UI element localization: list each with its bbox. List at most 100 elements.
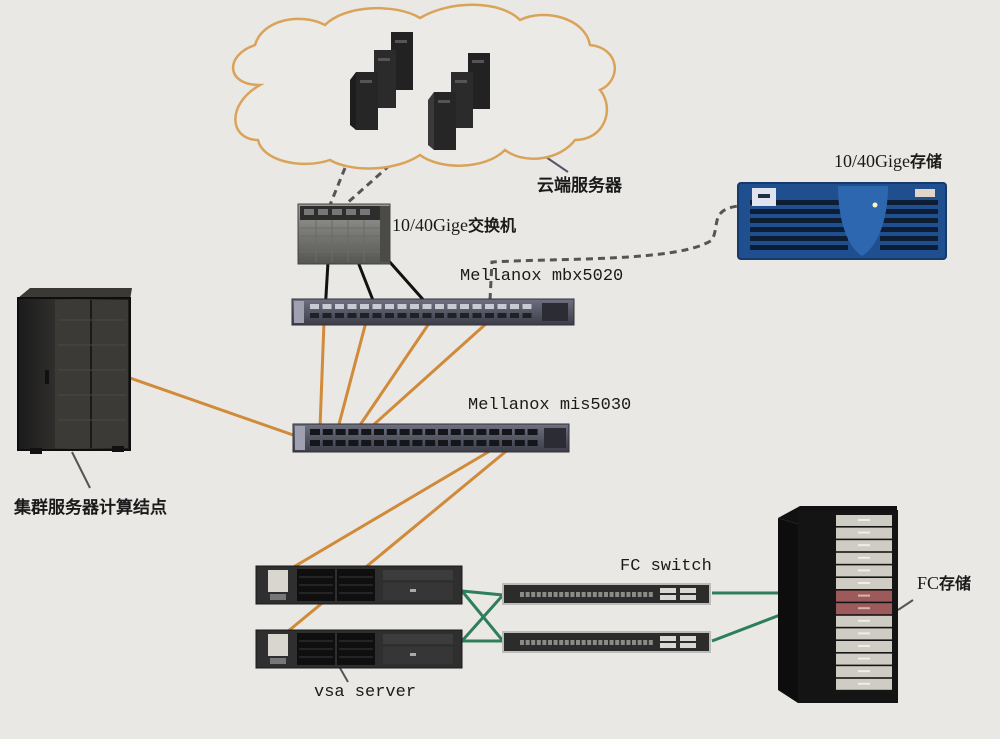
fc-port — [525, 592, 530, 597]
switch-port — [360, 313, 369, 318]
switch-port — [322, 304, 332, 309]
fc-port — [531, 640, 536, 645]
switch-port — [447, 304, 457, 309]
switch-port — [489, 440, 500, 446]
switch-port — [497, 304, 507, 309]
switch-port — [347, 304, 357, 309]
fc-port — [643, 640, 648, 645]
link-cluster-mis5030 — [129, 376, 297, 438]
disk-shelf-label — [858, 682, 870, 685]
fc-port — [598, 592, 603, 597]
fc-port — [581, 640, 586, 645]
switch-port — [374, 429, 384, 435]
core-switch-label-suffix: 交换机 — [468, 216, 517, 235]
disk-shelf-label — [858, 556, 870, 559]
cloud-server-stack-right — [428, 53, 490, 150]
vsa-server-label: vsa server — [314, 683, 417, 702]
vsa-server-1[interactable] — [255, 565, 463, 605]
fc-port — [520, 640, 524, 645]
disk-shelf-label — [858, 670, 870, 673]
switch-port — [322, 440, 333, 446]
switch-port — [335, 440, 346, 446]
fc-port — [525, 640, 530, 645]
ethernet-storage-array[interactable] — [737, 182, 947, 260]
switch-port — [450, 440, 461, 446]
switch-port — [527, 440, 538, 446]
fc-port — [576, 640, 580, 645]
disk-shelf-label — [858, 531, 870, 534]
core-chassis-switch[interactable] — [297, 203, 391, 265]
core-switch-label-prefix: 10/40Gige — [392, 215, 468, 235]
mis5030-port-rows — [310, 429, 538, 446]
fc-storage-rack[interactable] — [778, 506, 898, 703]
switch-port — [322, 313, 332, 318]
mellanox-mbx5020-device[interactable] — [291, 298, 575, 326]
fc-port — [648, 592, 653, 597]
fc-port — [604, 592, 608, 597]
fc-port — [564, 592, 569, 597]
link-mbx5020-mis5030-3 — [356, 321, 432, 429]
fc-port — [581, 592, 586, 597]
switch-port — [422, 304, 432, 309]
cloud-servers-label: 云端服务器 — [537, 176, 622, 196]
switch-port — [497, 313, 507, 318]
switch-port — [485, 304, 494, 309]
mbx5020-port-row — [310, 304, 532, 318]
switch-port — [385, 304, 394, 309]
eth-storage-label-suffix: 存储 — [910, 152, 943, 171]
switch-port — [476, 429, 487, 435]
switch-port — [438, 429, 448, 435]
link-vsa1-fc1 — [461, 589, 504, 597]
fc-storage-label-prefix: FC — [917, 573, 940, 593]
fc-port — [626, 592, 631, 597]
switch-port — [372, 304, 382, 309]
link-mbx5020-mis5030-1 — [318, 321, 326, 429]
switch-port — [397, 313, 407, 318]
switch-port — [399, 440, 410, 446]
fc-port — [632, 640, 636, 645]
cluster-server-rack[interactable] — [17, 288, 132, 454]
fc-port — [598, 640, 603, 645]
disk-shelf-label — [858, 645, 870, 647]
fc-port — [564, 640, 569, 645]
switch-port — [489, 429, 500, 435]
switch-port — [410, 313, 419, 318]
fc-port — [587, 640, 592, 645]
fc-storage-label: FC存储 — [917, 574, 971, 593]
fc-port — [542, 640, 547, 645]
disk-shelf-label — [858, 569, 870, 572]
vsa-label-leader — [339, 667, 349, 683]
mellanox-mis5030-device[interactable] — [292, 423, 570, 453]
fc-switch-2[interactable] — [502, 631, 711, 653]
switch-port — [422, 313, 432, 318]
disk-shelf-label — [858, 582, 870, 584]
fc-port — [570, 592, 575, 597]
cloud-servers-group[interactable] — [231, 3, 616, 170]
vsa-server-2[interactable] — [255, 629, 463, 669]
switch-port — [472, 304, 482, 309]
switch-port — [310, 429, 320, 435]
fc-port — [548, 592, 552, 597]
switch-port — [502, 440, 512, 446]
fc-port — [648, 640, 653, 645]
switch-port — [425, 429, 436, 435]
fc-port — [548, 640, 552, 645]
switch-port — [527, 429, 538, 435]
fc-port — [637, 640, 642, 645]
fc-port — [520, 592, 524, 597]
link-mbx5020-mis5030-4 — [368, 320, 490, 430]
switch-port — [310, 313, 319, 318]
fc-switch-1[interactable] — [502, 583, 711, 605]
fc-port — [615, 640, 620, 645]
disk-shelf-label — [858, 607, 870, 610]
link-mbx5020-mis5030-2 — [336, 321, 368, 429]
links-layer — [71, 152, 914, 683]
fc-port — [626, 640, 631, 645]
fc-port — [609, 592, 614, 597]
fc-port — [632, 592, 636, 597]
switch-port — [476, 440, 487, 446]
switch-port — [385, 313, 394, 318]
switch-port — [447, 313, 457, 318]
disk-shelf-label — [858, 544, 870, 547]
fc-port — [536, 640, 541, 645]
